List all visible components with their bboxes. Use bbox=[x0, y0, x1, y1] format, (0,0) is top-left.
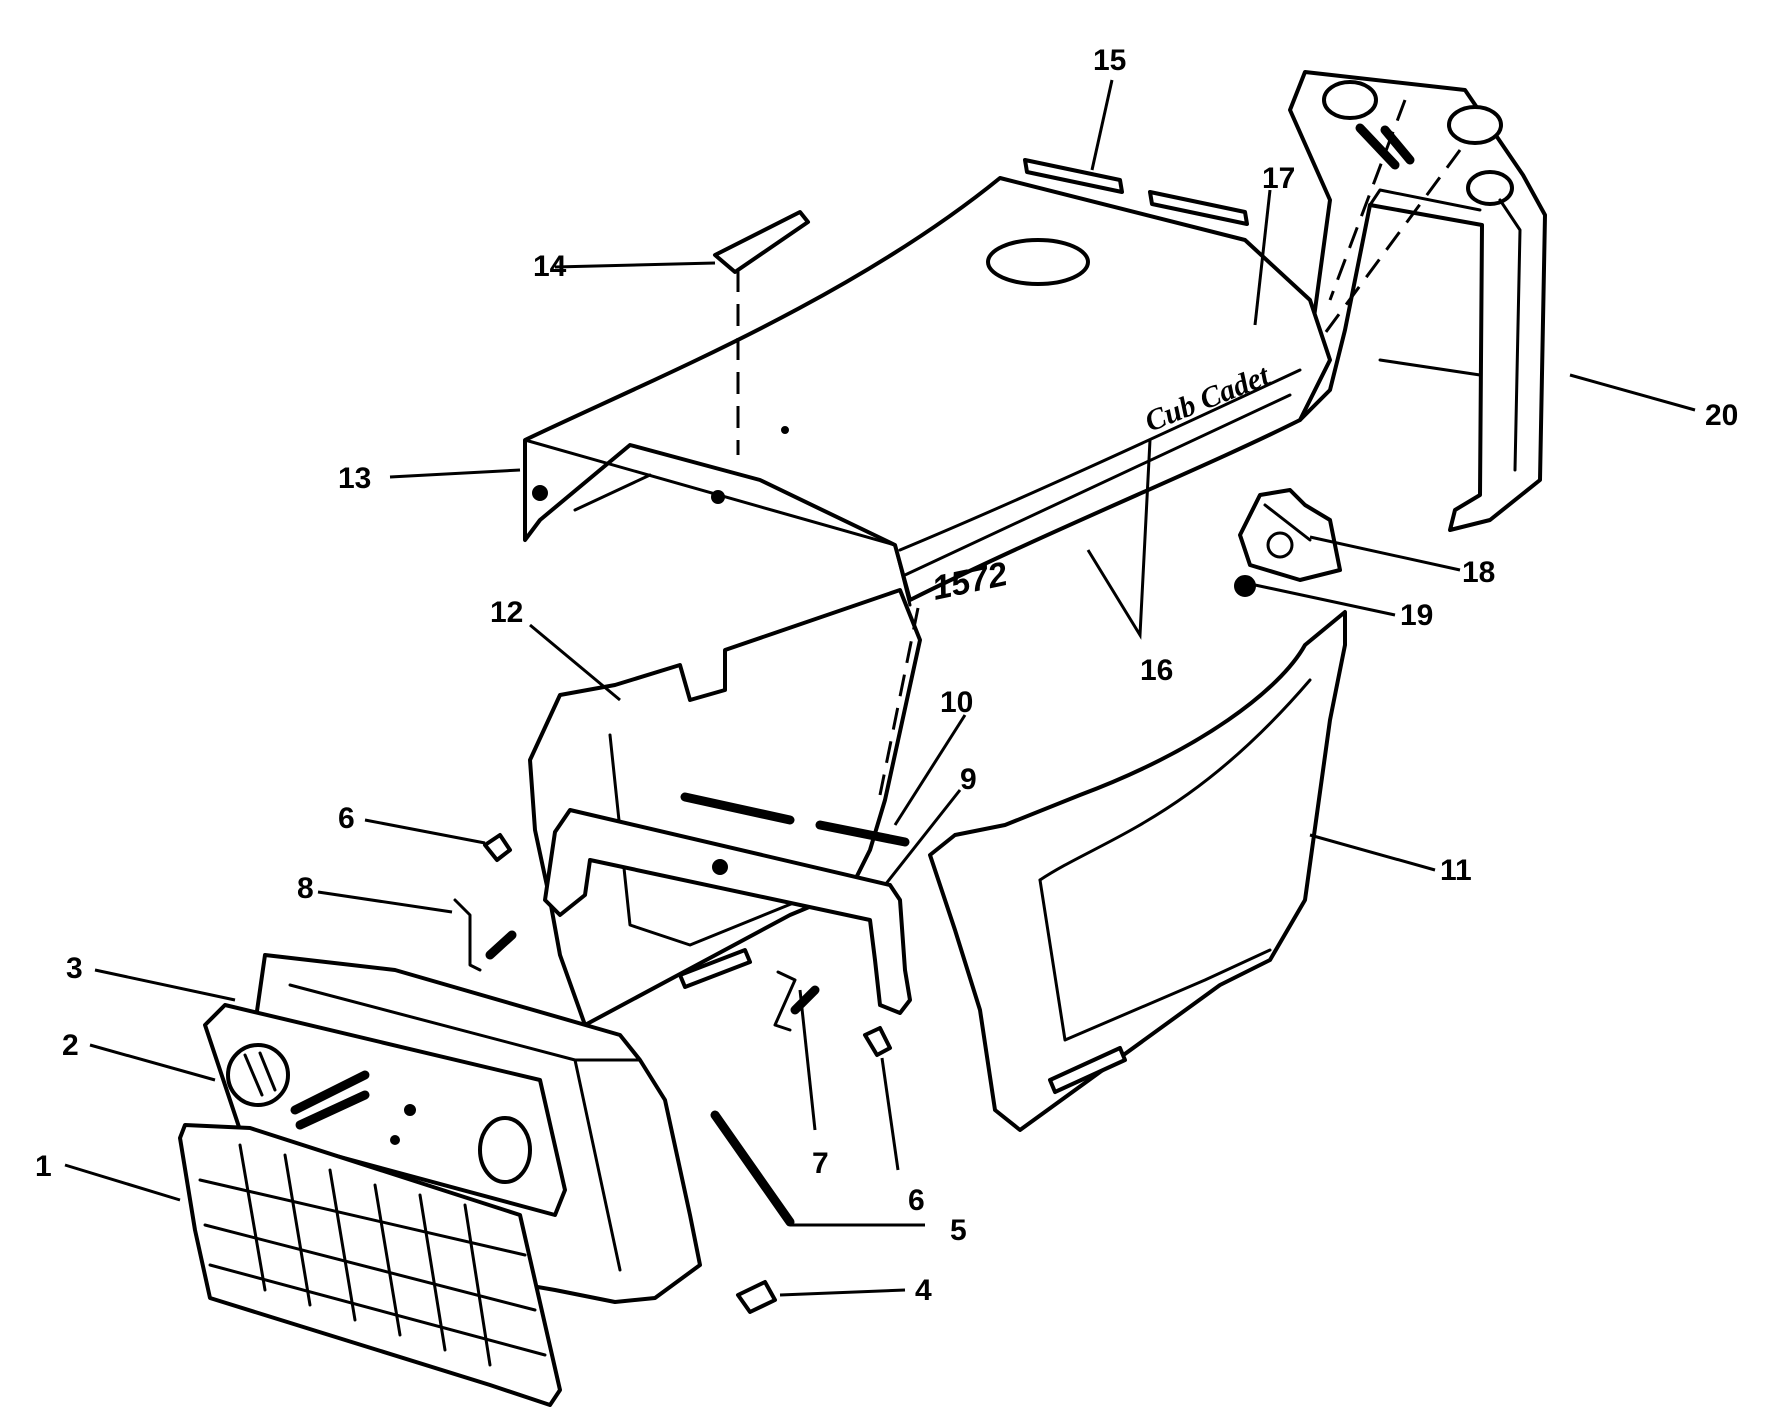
callout-20: 20 bbox=[1705, 399, 1738, 432]
callout-19: 19 bbox=[1400, 599, 1433, 632]
callout-6-upper: 6 bbox=[338, 802, 355, 835]
part-1-front-grille bbox=[178, 1123, 562, 1407]
part-18-latch bbox=[1238, 488, 1342, 582]
callout-1: 1 bbox=[35, 1150, 52, 1183]
callout-16: 16 bbox=[1140, 654, 1173, 687]
part-19-fastener bbox=[1234, 575, 1256, 597]
part-15-bumper-strips bbox=[1023, 158, 1249, 226]
callout-11: 11 bbox=[1440, 854, 1472, 887]
callout-labels: 1 2 3 4 5 6 6 7 8 9 10 11 12 13 14 15 16… bbox=[35, 44, 1738, 1307]
callout-4: 4 bbox=[915, 1274, 932, 1307]
callout-2: 2 bbox=[62, 1029, 79, 1062]
callout-15: 15 bbox=[1093, 44, 1126, 77]
part-2-grille-plate bbox=[203, 1003, 567, 1217]
part-11-side-panel-right bbox=[928, 610, 1347, 1132]
callout-9: 9 bbox=[960, 763, 977, 796]
callout-10: 10 bbox=[940, 686, 973, 719]
part-6-bumper-upper bbox=[483, 833, 512, 862]
callout-5: 5 bbox=[950, 1214, 967, 1247]
callout-8: 8 bbox=[297, 872, 314, 905]
part-9-frame-bracket bbox=[543, 808, 912, 1015]
callout-12: 12 bbox=[490, 596, 523, 629]
part-14-hood-handle bbox=[713, 210, 810, 274]
alignment-lines bbox=[736, 99, 1462, 796]
callout-14: 14 bbox=[533, 250, 567, 283]
part-20-dash-panel bbox=[1288, 70, 1547, 532]
part-5-spring bbox=[710, 1110, 795, 1227]
callout-3: 3 bbox=[66, 952, 83, 985]
callout-17: 17 bbox=[1262, 162, 1295, 195]
part-12-side-panel-left bbox=[528, 588, 922, 1027]
callout-7: 7 bbox=[812, 1147, 829, 1180]
part-7-hood-rod bbox=[773, 970, 820, 1032]
callout-6-lower: 6 bbox=[908, 1184, 925, 1217]
leader-lines bbox=[64, 79, 1696, 1297]
callout-13: 13 bbox=[338, 462, 371, 495]
part-8-hood-rod bbox=[453, 898, 517, 972]
part-4-clip bbox=[736, 1280, 777, 1314]
callout-18: 18 bbox=[1462, 556, 1495, 589]
part-6-bumper-lower bbox=[863, 1026, 892, 1057]
part-13-hood: 1572 Cub Cadet bbox=[523, 176, 1332, 608]
